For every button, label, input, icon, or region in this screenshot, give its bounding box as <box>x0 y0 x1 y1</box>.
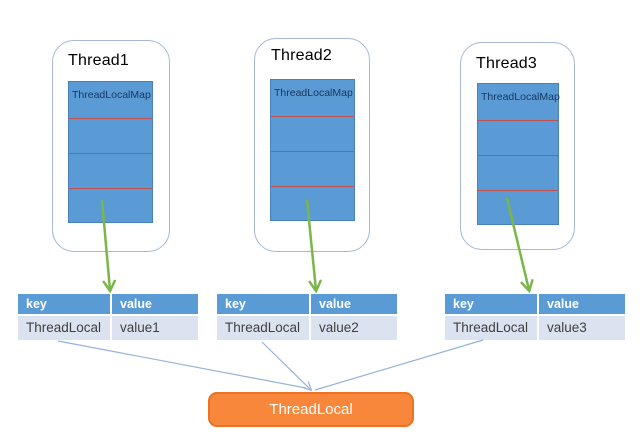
table-header-value: value <box>112 294 198 314</box>
table-header-value: value <box>311 294 397 314</box>
table-cell-value: value3 <box>539 316 625 340</box>
table-header-key: key <box>18 294 110 314</box>
table-row: ThreadLocal value2 <box>217 316 397 340</box>
map-divider-line <box>69 188 152 189</box>
threadlocal-box-label: ThreadLocal <box>269 401 353 418</box>
kv-table-3: key value ThreadLocal value3 <box>445 294 625 340</box>
thread3-threadlocalmap-label: ThreadLocalMap <box>481 91 560 103</box>
kv-table-1: key value ThreadLocal value1 <box>18 294 198 340</box>
blue-connector-table3 <box>314 339 484 391</box>
map-divider-line <box>69 153 152 154</box>
map-divider-line <box>271 116 354 117</box>
thread1-card: Thread1 ThreadLocalMap <box>52 40 170 252</box>
map-divider-line <box>271 151 354 152</box>
table-header-value: value <box>539 294 625 314</box>
thread2-threadlocalmap-box: ThreadLocalMap <box>270 79 355 221</box>
thread2-card: Thread2 ThreadLocalMap <box>254 38 370 252</box>
table-row: ThreadLocal value1 <box>18 316 198 340</box>
thread3-card: Thread3 ThreadLocalMap <box>460 42 575 250</box>
map-divider-line <box>478 120 558 121</box>
table-row: ThreadLocal value3 <box>445 316 625 340</box>
map-divider-line <box>478 190 558 191</box>
blue-connector-table2 <box>261 341 313 392</box>
table-header-row: key value <box>217 294 397 314</box>
table-header-row: key value <box>445 294 625 314</box>
thread1-threadlocalmap-label: ThreadLocalMap <box>72 89 151 101</box>
map-divider-line <box>271 186 354 187</box>
thread2-threadlocalmap-label: ThreadLocalMap <box>274 87 353 99</box>
table-cell-key: ThreadLocal <box>18 316 110 340</box>
thread3-threadlocalmap-box: ThreadLocalMap <box>477 83 560 225</box>
blue-connector-table1 <box>57 340 307 389</box>
table-header-key: key <box>217 294 309 314</box>
thread1-threadlocalmap-box: ThreadLocalMap <box>68 81 153 223</box>
table-header-key: key <box>445 294 537 314</box>
map-divider-line <box>478 155 558 156</box>
table-cell-key: ThreadLocal <box>217 316 309 340</box>
kv-table-2: key value ThreadLocal value2 <box>217 294 397 340</box>
thread2-title: Thread2 <box>271 47 332 64</box>
threadlocal-box: ThreadLocal <box>208 392 414 427</box>
map-divider-line <box>69 118 152 119</box>
thread3-title: Thread3 <box>476 55 537 72</box>
table-cell-value: value2 <box>311 316 397 340</box>
table-header-row: key value <box>18 294 198 314</box>
table-cell-value: value1 <box>112 316 198 340</box>
table-cell-key: ThreadLocal <box>445 316 537 340</box>
thread1-title: Thread1 <box>68 52 129 69</box>
